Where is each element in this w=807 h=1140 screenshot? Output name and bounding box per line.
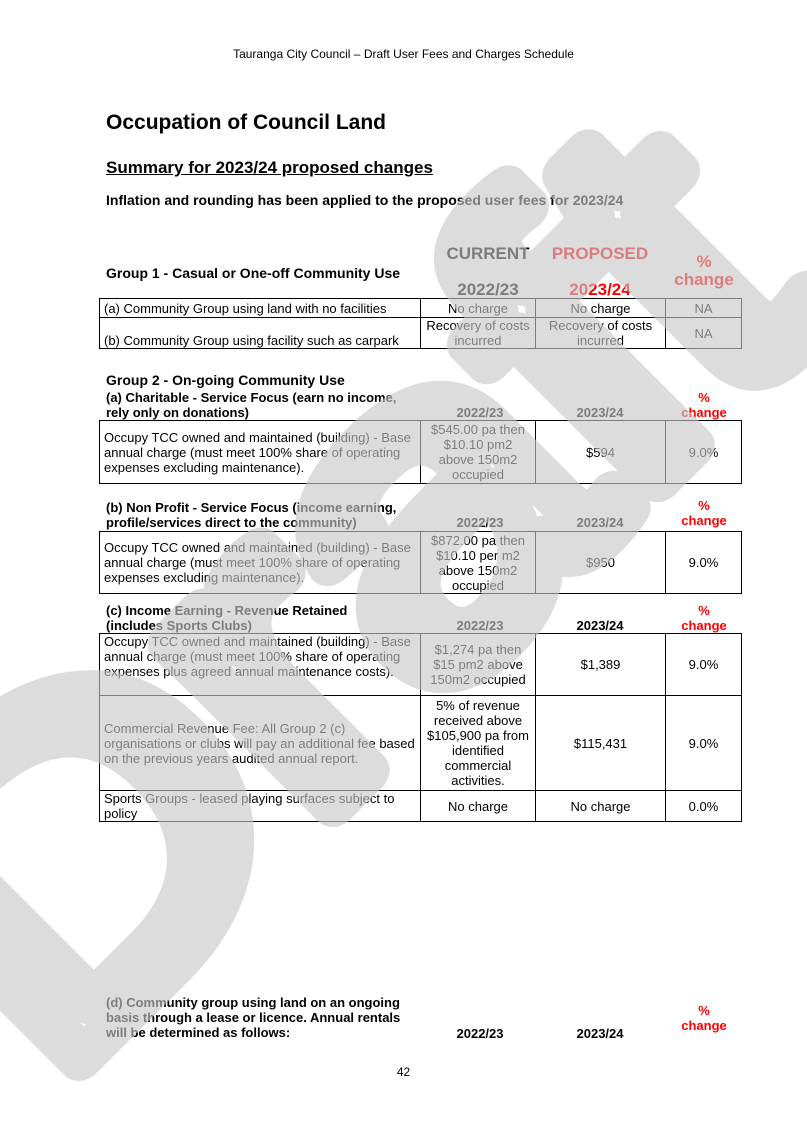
- group2c-year-proposed: 2023/24: [576, 618, 624, 633]
- group2a-year-proposed: 2023/24: [576, 405, 624, 420]
- current-label: CURRENT: [446, 244, 530, 263]
- group2c-table: Occupy TCC owned and maintained (buildin…: [99, 633, 742, 822]
- row-proposed: $115,431: [535, 695, 666, 791]
- group2d-year-current: 2022/23: [456, 1026, 504, 1041]
- group2b-year-current: 2022/23: [456, 515, 504, 530]
- group1-year-current: 2022/23: [457, 280, 519, 299]
- document-header: Tauranga City Council – Draft User Fees …: [233, 47, 574, 61]
- group2a-year-current: 2022/23: [456, 405, 504, 420]
- group2a-heading: (a) Charitable - Service Focus (earn no …: [106, 390, 397, 420]
- row-change: NA: [665, 298, 742, 318]
- row-proposed: $594: [535, 420, 666, 484]
- row-proposed: No charge: [535, 298, 666, 318]
- group1-pct-symbol: %: [696, 252, 712, 271]
- group2a-pct-word: change: [681, 405, 727, 420]
- group2d-pct-word: change: [681, 1018, 727, 1033]
- group2a-pct-symbol: %: [698, 390, 710, 405]
- row-description: Occupy TCC owned and maintained (buildin…: [99, 531, 421, 594]
- group1-table: (a) Community Group using land with no f…: [99, 298, 742, 349]
- row-change: 0.0%: [665, 790, 742, 822]
- group2b-pct-symbol: %: [698, 498, 710, 513]
- row-change: 9.0%: [665, 633, 742, 696]
- row-current: $545.00 pa then $10.10 pm2 above 150m2 o…: [420, 420, 536, 484]
- table-row: Occupy TCC owned and maintained (buildin…: [99, 420, 742, 484]
- row-change: 9.0%: [665, 420, 742, 484]
- table-row: Occupy TCC owned and maintained (buildin…: [99, 633, 742, 696]
- row-proposed: Recovery of costs incurred: [535, 317, 666, 349]
- group2c-pct-symbol: %: [698, 603, 710, 618]
- group2-heading: Group 2 - On-going Community Use: [106, 372, 345, 388]
- group2b-pct-word: change: [681, 513, 727, 528]
- row-description: (a) Community Group using land with no f…: [99, 298, 421, 318]
- row-description: Occupy TCC owned and maintained (buildin…: [99, 633, 421, 696]
- group1-pct-word: change: [674, 270, 734, 289]
- table-row: Occupy TCC owned and maintained (buildin…: [99, 531, 742, 594]
- row-current: $1,274 pa then $15 pm2 above 150m2 occup…: [420, 633, 536, 696]
- row-description: (b) Community Group using facility such …: [99, 317, 421, 349]
- row-description: Commercial Revenue Fee: All Group 2 (c) …: [99, 695, 421, 791]
- row-current: No charge: [420, 790, 536, 822]
- table-row: (a) Community Group using land with no f…: [99, 298, 742, 318]
- table-row: Commercial Revenue Fee: All Group 2 (c) …: [99, 695, 742, 791]
- page-title: Occupation of Council Land: [106, 111, 386, 134]
- row-change: 9.0%: [665, 695, 742, 791]
- group2c-heading: (c) Income Earning - Revenue Retained (i…: [106, 603, 348, 633]
- inflation-note: Inflation and rounding has been applied …: [106, 192, 624, 208]
- group2d-pct-symbol: %: [698, 1003, 710, 1018]
- group2b-year-proposed: 2023/24: [576, 515, 624, 530]
- table-row: (b) Community Group using facility such …: [99, 317, 742, 349]
- group2c-pct-word: change: [681, 618, 727, 633]
- row-description: Occupy TCC owned and maintained (buildin…: [99, 420, 421, 484]
- row-current: Recovery of costs incurred: [420, 317, 536, 349]
- row-change: NA: [665, 317, 742, 349]
- row-current: $872.00 pa then $10.10 per m2 above 150m…: [420, 531, 536, 594]
- page-subtitle: Summary for 2023/24 proposed changes: [106, 158, 433, 177]
- row-proposed: $1,389: [535, 633, 666, 696]
- group2c-year-current: 2022/23: [456, 618, 504, 633]
- group2d-heading: (d) Community group using land on an ong…: [106, 995, 401, 1040]
- group2b-table: Occupy TCC owned and maintained (buildin…: [99, 531, 742, 594]
- row-proposed: $950: [535, 531, 666, 594]
- group2b-heading: (b) Non Profit - Service Focus (income e…: [106, 500, 397, 530]
- row-description: Sports Groups - leased playing surfaces …: [99, 790, 421, 822]
- row-current: 5% of revenue received above $105,900 pa…: [420, 695, 536, 791]
- row-current: No charge: [420, 298, 536, 318]
- page-number: 42: [396, 1065, 411, 1079]
- table-row: Sports Groups - leased playing surfaces …: [99, 790, 742, 822]
- group1-heading: Group 1 - Casual or One-off Community Us…: [106, 265, 401, 281]
- group2d-year-proposed: 2023/24: [576, 1026, 624, 1041]
- row-change: 9.0%: [665, 531, 742, 594]
- group1-year-proposed: 2023/24: [569, 280, 631, 299]
- proposed-label: PROPOSED: [551, 244, 649, 263]
- group2a-table: Occupy TCC owned and maintained (buildin…: [99, 420, 742, 484]
- row-proposed: No charge: [535, 790, 666, 822]
